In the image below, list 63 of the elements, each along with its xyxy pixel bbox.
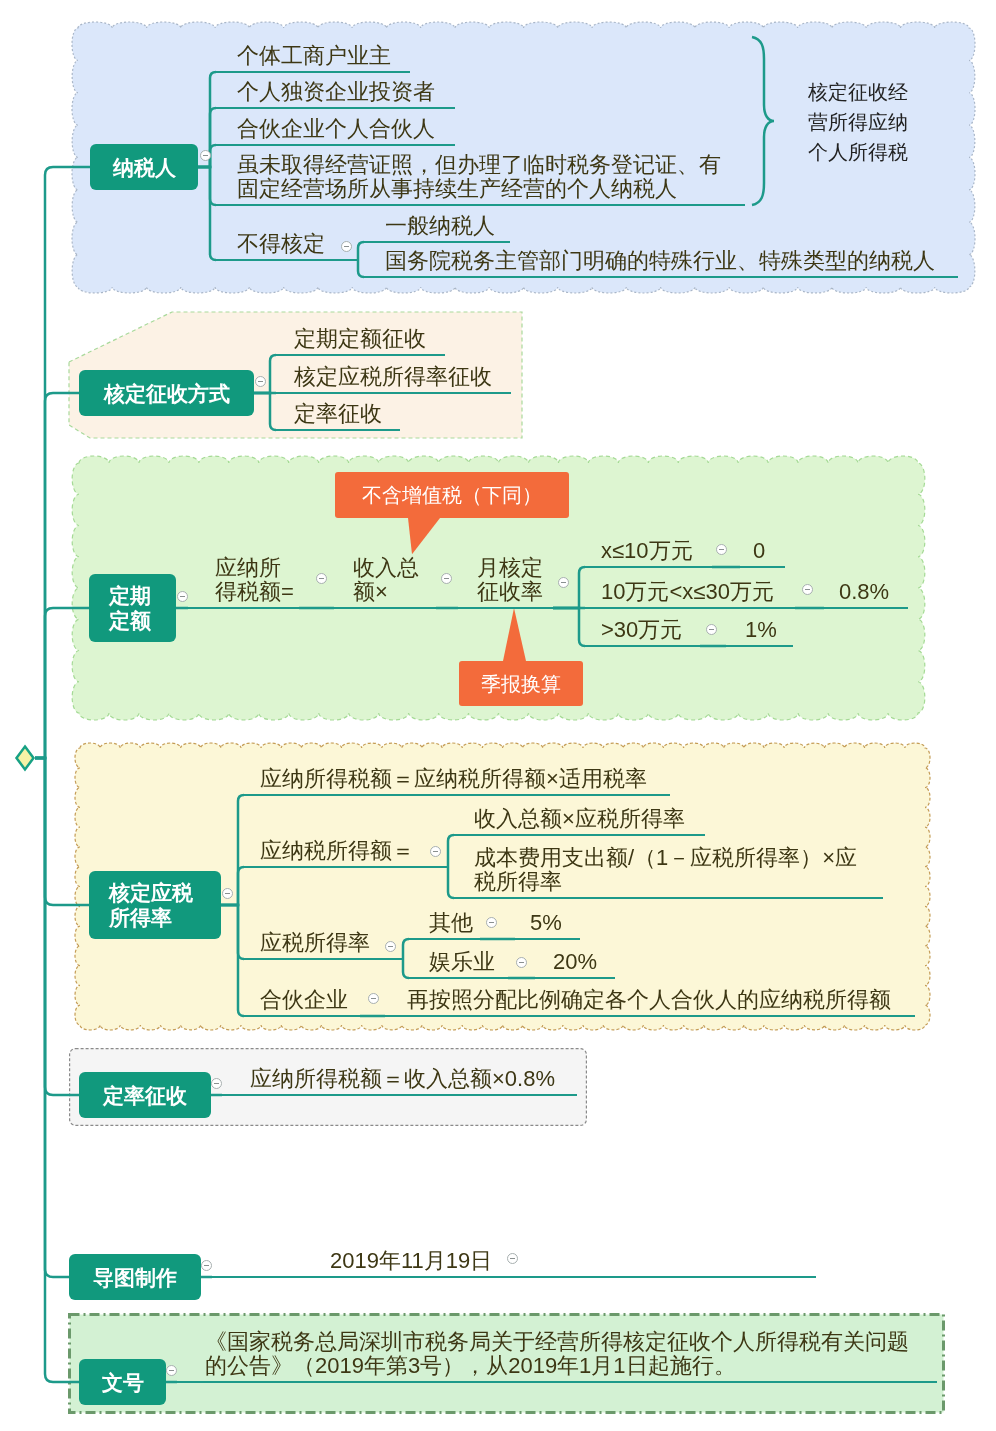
subtopic: 其他 <box>409 909 480 941</box>
subtopic: 再按照分配比例确定各个人合伙人的应纳税所得额 <box>385 986 915 1018</box>
branch-line <box>795 606 824 610</box>
callout-pointer <box>408 518 440 555</box>
subtopic: 虽未取得经营证照，但办理了临时税务登记证、有固定经营场所从事持续生产经营的个人纳税人 <box>216 151 745 207</box>
subtopic: 应纳所得税额＝收入总额×0.8% <box>222 1065 577 1097</box>
branch-line <box>712 565 740 569</box>
branch-line <box>700 644 726 648</box>
topic-box: 核定征收方式 <box>79 370 254 416</box>
summary-label: 核定征收经营所得应纳个人所得税 <box>808 80 909 165</box>
topic-box: 定期定额 <box>89 574 176 642</box>
branch-line <box>360 1014 385 1018</box>
branch-line <box>221 903 246 1018</box>
subtopic: 应纳所得税额＝应纳税所得额×适用税率 <box>244 765 670 797</box>
subtopic: 1% <box>726 616 793 648</box>
branch-line <box>356 240 366 262</box>
branch-line <box>254 391 278 432</box>
subtopic: 10万元<x≤30万元 <box>585 578 795 610</box>
subtopic: 20% <box>535 948 615 980</box>
branch-line <box>356 258 366 279</box>
subtopic: 国务院税务主管部门明确的特殊行业、特殊类型的纳税人 <box>364 247 958 279</box>
subtopic: 合伙企业个人合伙人 <box>216 115 455 147</box>
branch-line <box>553 606 587 648</box>
branch-line <box>480 937 515 941</box>
branch-line <box>198 165 218 262</box>
branch-line <box>401 957 411 980</box>
topic-box: 文号 <box>79 1359 166 1405</box>
subtopic: x≤10万元 <box>585 537 712 569</box>
subtopic: >30万元 <box>585 616 700 648</box>
branch-line <box>508 976 535 980</box>
topic-box: 导图制作 <box>69 1254 201 1300</box>
branch-line <box>299 606 334 610</box>
subtopic: 个体工商户业主 <box>216 42 410 74</box>
topic-box: 核定应税所得率 <box>89 871 221 939</box>
branch-line <box>401 937 411 961</box>
subtopic: 2019年11月19日 <box>212 1247 816 1279</box>
callout-pointer <box>503 608 526 661</box>
branch-line <box>446 865 456 900</box>
subtopic: 定率征收 <box>276 400 400 432</box>
subtopic: 合伙企业 <box>244 986 360 1018</box>
branch-line <box>176 606 188 610</box>
subtopic: 应纳所得税额= <box>188 554 299 610</box>
subtopic: 月核定征收率 <box>458 554 553 610</box>
topic-box: 定率征收 <box>79 1072 211 1118</box>
topic-box: 纳税人 <box>90 144 198 190</box>
subtopic: 核定应税所得率征收 <box>276 363 511 395</box>
subtopic: 0.8% <box>824 578 908 610</box>
subtopic: 0 <box>740 537 785 569</box>
branch-line <box>201 1275 212 1279</box>
subtopic: 收入总额× <box>334 554 436 610</box>
branch-line <box>166 1380 177 1384</box>
subtopic: 《国家税务总局深圳市税务局关于经营所得核定征收个人所得税有关问题的公告》（2019年第3号），从2019年1月1日起施行。 <box>177 1328 937 1384</box>
subtopic: 成本费用支出额/（1－应税所得率）×应税所得率 <box>454 844 883 900</box>
branch-line <box>436 606 458 610</box>
subtopic: 一般纳税人 <box>364 212 510 244</box>
subtopic: 个人独资企业投资者 <box>216 78 455 110</box>
branch-line <box>35 756 79 1384</box>
branch-line <box>446 833 456 869</box>
subtopic: 娱乐业 <box>409 948 508 980</box>
subtopic: 定期定额征收 <box>276 325 445 357</box>
branch-line <box>211 1093 222 1097</box>
subtopic: 收入总额×应税所得率 <box>454 805 705 837</box>
subtopic: 5% <box>515 909 580 941</box>
